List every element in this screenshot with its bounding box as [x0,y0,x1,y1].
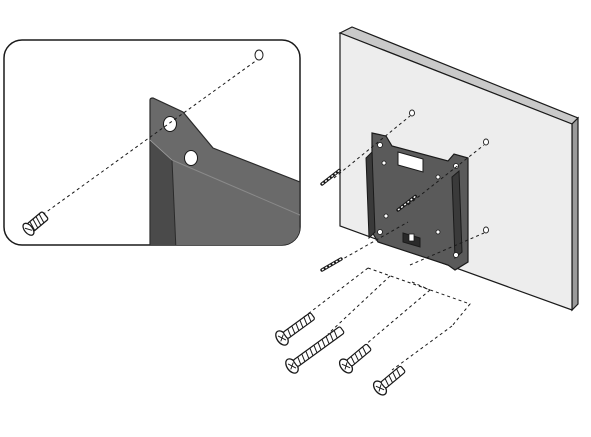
wall-anchor-screw-icon-upper [320,168,342,186]
long-screw-icon-left [275,312,315,346]
detail-screw-icon [22,211,49,236]
wall-holes [409,109,489,234]
detail-plate-zoom [149,97,300,245]
detail-inset [3,39,301,246]
wall-guide-lines [333,115,485,266]
short-screw-icon-left [338,343,372,374]
detail-hole-lower [184,150,198,166]
screw-set-guides [299,267,471,371]
detail-target-hole [254,49,264,61]
wall-anchor-screw-icon-mid [396,194,418,212]
long-screw-icon-right [285,326,345,374]
detail-hole-upper [163,116,177,132]
wall-anchor-screw-icon-lower [320,257,343,272]
wall-side-face [571,116,579,312]
short-screw-icon-right [372,365,406,396]
vesa-mount-plate [365,132,469,271]
